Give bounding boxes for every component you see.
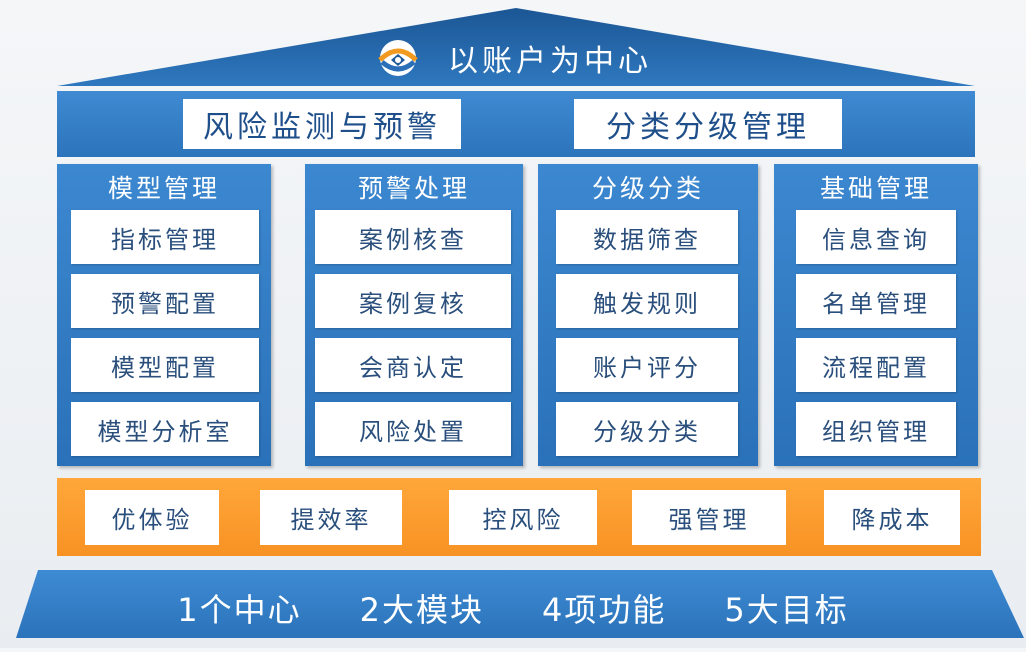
banner-left-box: 风险监测与预警 [183, 99, 461, 149]
roof-shape [57, 8, 975, 86]
banner-right-box: 分类分级管理 [574, 99, 842, 149]
module-title: 预警处理 [357, 174, 470, 203]
module-item: 信息查询 [796, 210, 956, 264]
module-item: 分级分类 [556, 402, 738, 456]
module-title: 模型管理 [107, 174, 220, 203]
module-item: 名单管理 [796, 274, 956, 328]
roof [0, 0, 1026, 90]
module-column-basic: 基础管理 信息查询 名单管理 流程配置 组织管理 [774, 164, 978, 466]
summary-item: 4项功能 [542, 591, 667, 629]
module-item: 案例核查 [315, 210, 511, 264]
goal-item: 强管理 [632, 490, 786, 545]
module-item: 预警配置 [71, 274, 259, 328]
summary-item: 1个中心 [177, 591, 302, 629]
summary-item: 5大目标 [724, 591, 849, 629]
module-item: 账户评分 [556, 338, 738, 392]
goal-item: 降成本 [824, 490, 960, 545]
center-title-text: 以账户为中心 [448, 44, 652, 79]
foundation [0, 566, 1026, 652]
foundation-shape [16, 570, 1024, 638]
banner: 风险监测与预警 分类分级管理 [57, 91, 975, 157]
module-column-grading: 分级分类 数据筛查 触发规则 账户评分 分级分类 [538, 164, 758, 466]
module-column-alert: 预警处理 案例核查 案例复核 会商认定 风险处置 [305, 164, 523, 466]
goal-item: 控风险 [449, 490, 597, 545]
center-title: 以账户为中心 [0, 30, 1026, 86]
goal-item: 提效率 [260, 490, 402, 545]
module-item: 流程配置 [796, 338, 956, 392]
module-item: 模型分析室 [71, 402, 259, 456]
module-title: 分级分类 [591, 174, 704, 203]
module-item: 案例复核 [315, 274, 511, 328]
summary-item: 2大模块 [359, 591, 484, 629]
goal-item: 优体验 [85, 490, 219, 545]
module-title: 基础管理 [819, 174, 932, 203]
module-item: 指标管理 [71, 210, 259, 264]
module-column-model: 模型管理 指标管理 预警配置 模型配置 模型分析室 [57, 164, 271, 466]
module-item: 会商认定 [315, 338, 511, 392]
module-item: 模型配置 [71, 338, 259, 392]
module-item: 数据筛查 [556, 210, 738, 264]
goals-bar: 优体验 提效率 控风险 强管理 降成本 [57, 478, 981, 556]
summary-row: 1个中心 2大模块 4项功能 5大目标 [0, 580, 1026, 636]
module-item: 触发规则 [556, 274, 738, 328]
module-item: 组织管理 [796, 402, 956, 456]
stylized-eye-logo-icon [374, 38, 422, 78]
module-item: 风险处置 [315, 402, 511, 456]
